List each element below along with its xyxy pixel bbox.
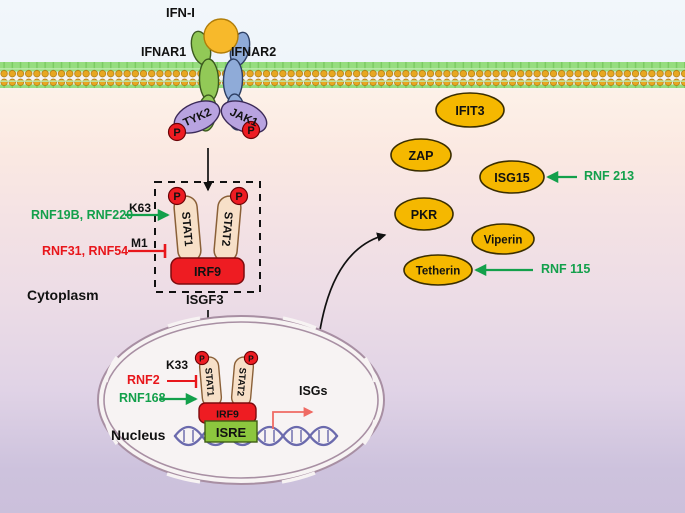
phospho-label-stat1-nucleus: P bbox=[199, 354, 205, 364]
phospho-label-stat1-cytoplasm: P bbox=[173, 191, 180, 203]
protein-label-stat1-nucleus: STAT1 bbox=[202, 367, 216, 397]
phospho-label-jak1: P bbox=[247, 125, 254, 137]
protein-label-stat2-nucleus: STAT2 bbox=[234, 367, 247, 397]
phospho-label-stat2-nucleus: P bbox=[248, 354, 254, 364]
compartment-label-nucleus: Nucleus bbox=[111, 427, 166, 443]
ligase-label-rnf168: RNF168 bbox=[119, 391, 166, 405]
element-label-isre: ISRE bbox=[216, 425, 247, 440]
ligase-label-rnf115: RNF 115 bbox=[541, 262, 591, 276]
isg-item-tetherin: Tetherin bbox=[403, 254, 473, 286]
isgf3-box-label: ISGF3 bbox=[186, 292, 224, 307]
phospho-icon-stat2-cytoplasm bbox=[229, 186, 249, 206]
isg-item-viperin: Viperin bbox=[471, 223, 535, 255]
nuclear-pores bbox=[104, 316, 377, 484]
protein-label-irf9-nucleus: IRF9 bbox=[216, 409, 239, 421]
compartment-label-cytoplasm: Cytoplasm bbox=[27, 287, 99, 303]
isg-label-isg15: ISG15 bbox=[494, 171, 529, 185]
isg-label-tetherin: Tetherin bbox=[416, 266, 461, 278]
ligase-label-rnf2: RNF2 bbox=[127, 373, 160, 387]
phospho-label-tyk2: P bbox=[173, 127, 180, 139]
transcription-label-isgs: ISGs bbox=[299, 384, 328, 398]
isgf3-dashed-box bbox=[154, 181, 261, 293]
phospho-icon-stat1-cytoplasm bbox=[167, 186, 187, 206]
isg-item-zap: ZAP bbox=[390, 138, 452, 172]
isg-item-pkr: PKR bbox=[394, 197, 454, 231]
ifn-ligand bbox=[203, 18, 239, 54]
isg-label-viperin: Viperin bbox=[484, 235, 523, 247]
phospho-icon-stat1-nucleus bbox=[194, 350, 210, 366]
protein-label-irf9-cytoplasm: IRF9 bbox=[194, 265, 221, 279]
receptor-label-ifnar2: IFNAR2 bbox=[231, 45, 277, 59]
element-isre bbox=[204, 420, 258, 443]
ligase-label-rnf31-rnf54: RNF31, RNF54 bbox=[42, 244, 129, 258]
protein-irf9-cytoplasm bbox=[170, 257, 245, 285]
phospho-label-stat2-cytoplasm: P bbox=[235, 191, 242, 203]
isg-item-isg15: ISG15 bbox=[479, 160, 545, 194]
protein-label-stat2-cytoplasm: STAT2 bbox=[219, 211, 234, 247]
protein-label-stat1-cytoplasm: STAT1 bbox=[179, 211, 194, 247]
nucleus-envelope-inner bbox=[103, 321, 379, 479]
isg-label-pkr: PKR bbox=[411, 208, 437, 222]
phospho-icon-stat2-nucleus bbox=[243, 350, 259, 366]
arrow-transcription-start bbox=[272, 407, 314, 429]
isg-label-ifit3: IFIT3 bbox=[455, 104, 484, 118]
ligase-label-rnf213: RNF 213 bbox=[584, 169, 635, 183]
isg-item-ifit3: IFIT3 bbox=[435, 92, 505, 128]
isg-label-zap: ZAP bbox=[409, 149, 434, 163]
phospho-icon-jak1 bbox=[241, 120, 261, 140]
ligase-label-rnf19b-rnf220: RNF19B, RNF220 bbox=[31, 208, 134, 222]
receptor-label-ifnar1: IFNAR1 bbox=[141, 45, 187, 59]
linkage-label-k33: K33 bbox=[166, 358, 189, 372]
linkage-label-k63: K63 bbox=[129, 201, 152, 215]
linkage-label-m1: M1 bbox=[131, 236, 148, 250]
phospho-icon-tyk2 bbox=[167, 122, 187, 142]
ligand-label: IFN-I bbox=[166, 5, 195, 20]
